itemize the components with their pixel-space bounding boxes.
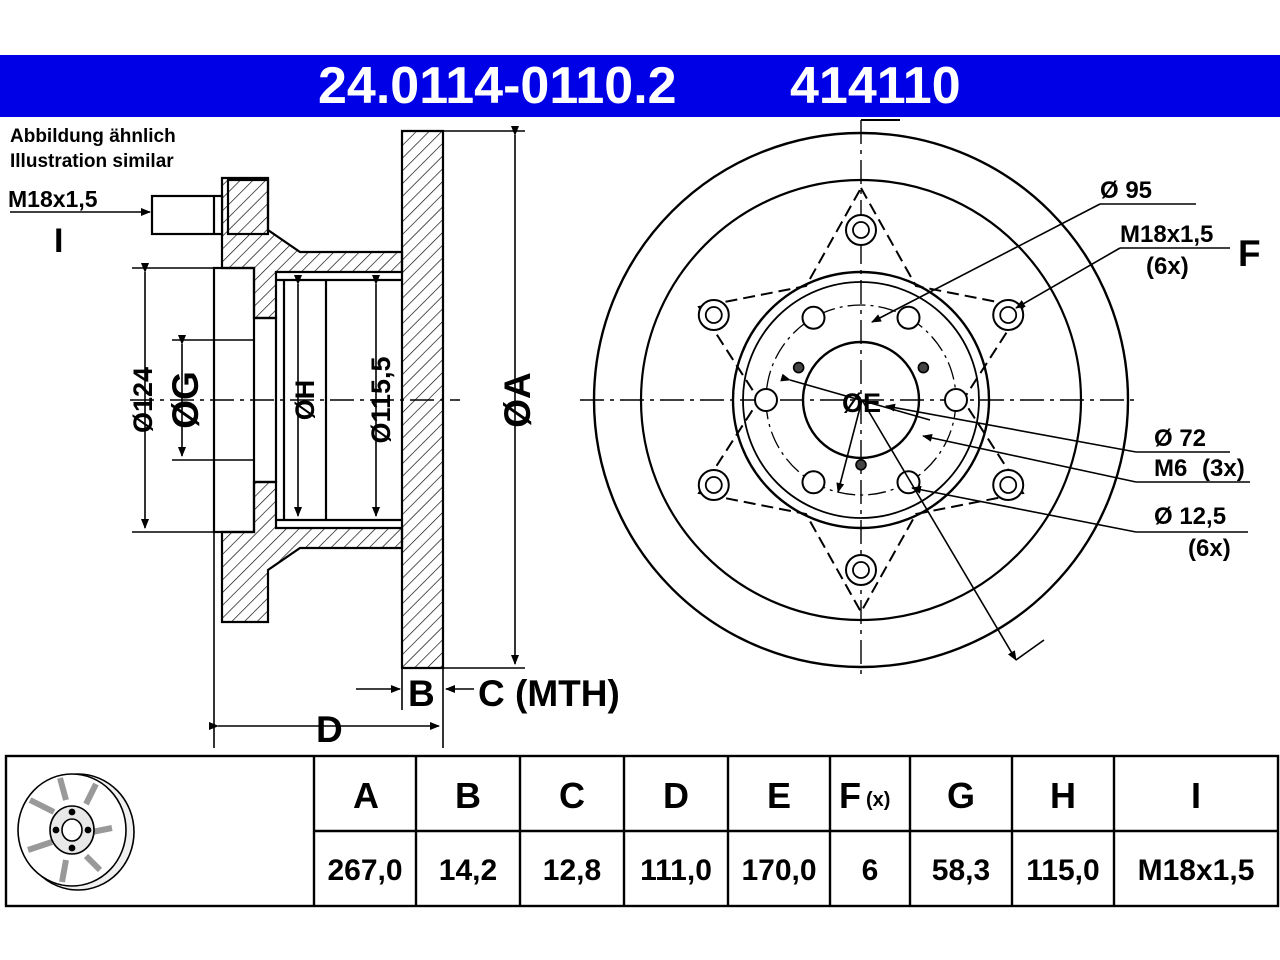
- hub-bolt-hole: [896, 305, 921, 330]
- value-e: 170,0: [741, 854, 816, 887]
- value-c: 12,8: [543, 854, 601, 887]
- m6-label: M6: [1154, 455, 1187, 482]
- header-h: H: [1050, 775, 1076, 816]
- header-d: D: [663, 775, 689, 816]
- value-h: 115,0: [1026, 854, 1099, 887]
- disc-outer-edge: [592, 131, 1130, 669]
- part-number: 24.0114-0110.2: [318, 57, 677, 115]
- value-i: M18x1,5: [1138, 854, 1255, 887]
- hub-bolt-hole: [801, 470, 826, 495]
- reference-number: 414110: [790, 57, 961, 115]
- wheel-bolt-hole-inner: [852, 221, 870, 239]
- dim-125-count: (6x): [1188, 535, 1231, 562]
- dim-115-label: Ø115,5: [366, 356, 396, 443]
- wheel-bolt-hole-inner: [704, 306, 723, 324]
- header-i: I: [1191, 775, 1201, 816]
- letter-f: F: [1238, 233, 1261, 274]
- dim-125-label: Ø 12,5: [1154, 503, 1226, 530]
- front-thread-label: M18x1,5: [1120, 221, 1213, 248]
- dim-c-label: C (MTH): [478, 673, 620, 714]
- dim-b-label: B: [408, 673, 435, 714]
- hub-bolt-hole: [801, 305, 826, 330]
- dim-h-label: ØH: [290, 380, 320, 421]
- dim-g-label: ØG: [165, 371, 206, 429]
- m6-hole: [917, 361, 930, 374]
- header-f-suffix: (x): [866, 789, 890, 811]
- disc-thumbnail: [17, 773, 135, 891]
- header-f: F: [839, 775, 861, 816]
- header-b: B: [455, 775, 481, 816]
- center-bore: [801, 340, 921, 460]
- dim-a-label: ØA: [497, 372, 538, 428]
- dim-72-label: Ø 72: [1154, 425, 1206, 452]
- wheel-bolt-hole-inner: [999, 306, 1018, 324]
- value-a: 267,0: [327, 854, 402, 887]
- hub-bolt-hole: [944, 388, 968, 412]
- dim-124-label: Ø124: [128, 367, 158, 433]
- value-d: 111,0: [640, 854, 712, 887]
- wheel-bolt-hole-inner: [999, 476, 1018, 494]
- dim-e-label: ØE: [842, 388, 881, 418]
- header-e: E: [767, 775, 791, 816]
- note-english: Illustration similar: [10, 151, 174, 172]
- value-f: 6: [862, 854, 879, 887]
- hub-bolt-hole: [754, 388, 778, 412]
- m6-count: (3x): [1202, 455, 1245, 482]
- hub-outer: [731, 270, 991, 530]
- value-g: 58,3: [932, 854, 990, 887]
- note-german: Abbildung ähnlich: [10, 126, 176, 147]
- title-banner: 24.0114-0110.2 414110: [0, 55, 1280, 117]
- dim-d-label: D: [316, 709, 343, 750]
- header-a: A: [353, 775, 379, 816]
- stud-letter-i: I: [54, 222, 63, 260]
- front-thread-count: (6x): [1146, 253, 1189, 280]
- wheel-stud: [150, 194, 224, 236]
- disc-inner-ring: [639, 178, 1083, 622]
- wheel-bolt-hole-inner: [704, 476, 723, 494]
- header-g: G: [947, 775, 975, 816]
- wheel-bolt-hole-inner: [852, 561, 870, 579]
- header-c: C: [559, 775, 585, 816]
- m6-hole: [792, 361, 805, 374]
- value-b: 14,2: [439, 854, 497, 887]
- m6-hole: [855, 458, 867, 471]
- stud-thread-label: M18x1,5: [8, 186, 98, 212]
- dim-95-label: Ø 95: [1100, 177, 1152, 204]
